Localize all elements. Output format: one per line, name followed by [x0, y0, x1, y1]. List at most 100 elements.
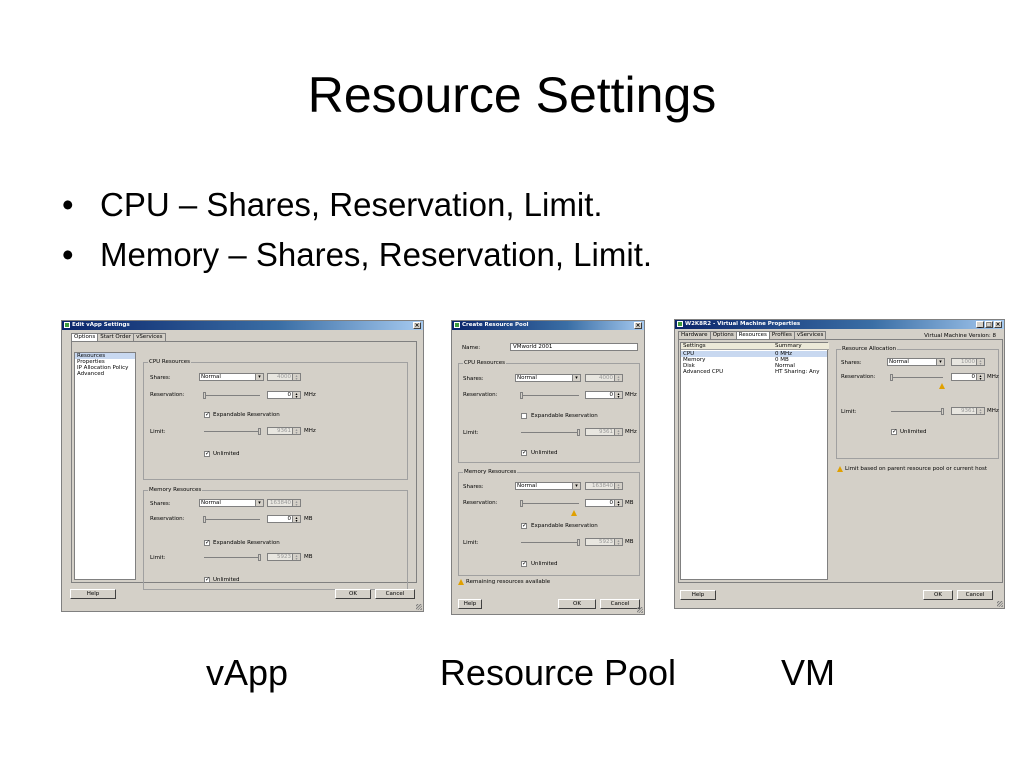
help-button[interactable]: Help — [70, 589, 116, 599]
tab-start-order[interactable]: Start Order — [97, 333, 135, 341]
reservation-slider[interactable] — [204, 519, 260, 520]
shares-select[interactable]: Normal▾ — [199, 499, 264, 507]
close-icon[interactable]: × — [634, 322, 642, 329]
limit-slider[interactable] — [521, 542, 579, 543]
unlimited-label: Unlimited — [531, 561, 558, 567]
slider-thumb[interactable] — [577, 429, 580, 436]
limit-slider[interactable] — [891, 411, 943, 412]
limit-field: 5923▴▾ — [585, 538, 623, 546]
spin-arrows-icon[interactable]: ▴▾ — [976, 374, 984, 381]
minimize-icon[interactable]: _ — [976, 321, 984, 328]
limit-slider[interactable] — [521, 432, 579, 433]
resize-grip-icon[interactable] — [997, 601, 1003, 607]
tab-vservices[interactable]: vServices — [793, 331, 827, 339]
tab-profiles[interactable]: Profiles — [768, 331, 795, 339]
shares-select[interactable]: Normal▾ — [199, 373, 264, 381]
expandable-checkbox[interactable]: ✓ — [204, 411, 211, 418]
nav-item-properties[interactable]: Properties — [77, 359, 105, 365]
expandable-checkbox[interactable] — [521, 413, 527, 419]
warning-icon — [837, 466, 843, 472]
nav-item-resources[interactable]: Resources — [75, 353, 135, 359]
chevron-down-icon: ▾ — [572, 375, 580, 381]
column-header-summary[interactable]: Summary — [773, 343, 829, 350]
cancel-button[interactable]: Cancel — [957, 590, 993, 600]
spin-arrows-icon: ▴▾ — [614, 483, 622, 490]
spin-arrows-icon[interactable]: ▴▾ — [614, 392, 622, 399]
shares-select[interactable]: Normal▾ — [887, 358, 945, 366]
name-input[interactable]: VMworld 2001 — [510, 343, 638, 351]
reservation-input[interactable]: 0▴▾ — [585, 499, 623, 507]
tab-options[interactable]: Options — [709, 331, 737, 339]
nav-item-advanced[interactable]: Advanced — [77, 371, 105, 377]
unlimited-checkbox[interactable]: ✓ — [521, 449, 528, 456]
tab-vservices[interactable]: vServices — [133, 333, 166, 341]
spin-arrows-icon[interactable]: ▴▾ — [614, 500, 622, 507]
reservation-input[interactable]: 0▴▾ — [267, 515, 301, 523]
shares-select[interactable]: Normal▾ — [515, 374, 581, 382]
slider-thumb[interactable] — [203, 392, 206, 399]
chevron-down-icon: ▾ — [255, 374, 263, 380]
ok-button[interactable]: OK — [335, 589, 371, 599]
spin-arrows-icon: ▴▾ — [976, 408, 984, 415]
slider-thumb[interactable] — [203, 516, 206, 523]
cancel-button[interactable]: Cancel — [600, 599, 640, 609]
spin-arrows-icon[interactable]: ▴▾ — [292, 516, 300, 523]
close-icon[interactable]: × — [994, 321, 1002, 328]
slider-thumb[interactable] — [258, 554, 261, 561]
shares-select[interactable]: Normal▾ — [515, 482, 581, 490]
reservation-slider[interactable] — [521, 503, 579, 504]
reservation-slider[interactable] — [891, 377, 943, 378]
shares-label: Shares: — [463, 376, 484, 382]
reservation-slider[interactable] — [521, 395, 579, 396]
ok-button[interactable]: OK — [923, 590, 953, 600]
tab-hardware[interactable]: Hardware — [678, 331, 711, 339]
app-icon — [454, 322, 460, 328]
slider-thumb[interactable] — [520, 392, 523, 399]
vm-title-bar[interactable]: W2K8R2 - Virtual Machine Properties _ □ … — [675, 320, 1004, 329]
pool-title-bar[interactable]: Create Resource Pool × — [452, 321, 644, 330]
tab-resources[interactable]: Resources — [735, 331, 770, 339]
close-icon[interactable]: × — [413, 322, 421, 329]
limit-slider[interactable] — [204, 557, 260, 558]
resize-grip-icon[interactable] — [637, 607, 643, 613]
resize-grip-icon[interactable] — [416, 604, 422, 610]
unlimited-checkbox[interactable]: ✓ — [891, 428, 898, 435]
slider-thumb[interactable] — [577, 539, 580, 546]
limit-field: 5923▴▾ — [267, 553, 301, 561]
bullet-item: •Memory – Shares, Reservation, Limit. — [62, 230, 652, 280]
help-button[interactable]: Help — [458, 599, 482, 609]
nav-item-ip-allocation[interactable]: IP Allocation Policy — [77, 365, 129, 371]
slider-thumb[interactable] — [941, 408, 944, 415]
reservation-input[interactable]: 0▴▾ — [585, 391, 623, 399]
tab-options[interactable]: Options — [71, 333, 99, 341]
unlimited-checkbox[interactable]: ✓ — [204, 576, 211, 583]
slide-title: Resource Settings — [307, 67, 717, 123]
unlimited-checkbox[interactable]: ✓ — [521, 560, 528, 567]
group-legend: CPU Resources — [463, 360, 507, 366]
column-header-settings[interactable]: Settings — [681, 343, 773, 350]
ok-button[interactable]: OK — [558, 599, 596, 609]
unlimited-label: Unlimited — [213, 577, 240, 583]
spin-arrows-icon[interactable]: ▴▾ — [292, 392, 300, 399]
expandable-checkbox[interactable]: ✓ — [204, 539, 211, 546]
slider-thumb[interactable] — [890, 374, 893, 381]
help-button[interactable]: Help — [680, 590, 716, 600]
reservation-input[interactable]: 0▴▾ — [267, 391, 301, 399]
reservation-input[interactable]: 0▴▾ — [951, 373, 985, 381]
reservation-slider[interactable] — [204, 395, 260, 396]
slider-thumb[interactable] — [520, 500, 523, 507]
unlimited-checkbox[interactable]: ✓ — [204, 450, 211, 457]
expandable-checkbox[interactable]: ✓ — [521, 522, 528, 529]
maximize-icon[interactable]: □ — [985, 321, 993, 328]
slider-thumb[interactable] — [258, 428, 261, 435]
limit-slider[interactable] — [204, 431, 260, 432]
cancel-button[interactable]: Cancel — [375, 589, 415, 599]
vapp-title-bar[interactable]: Edit vApp Settings × — [62, 321, 423, 330]
